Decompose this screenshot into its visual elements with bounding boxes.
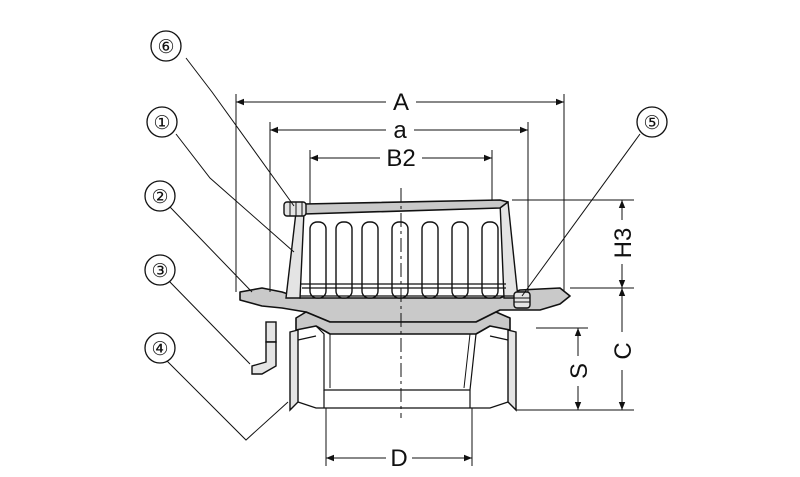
svg-text:⑤: ⑤ <box>643 113 660 134</box>
dim-label-A: A <box>393 89 409 116</box>
dim-label-C: C <box>610 342 637 359</box>
dim-label-S: S <box>566 363 593 379</box>
outlet-pipe-right <box>507 329 517 412</box>
svg-text:①: ① <box>153 113 170 134</box>
drain-body <box>239 287 571 412</box>
outlet-pipe-left <box>289 329 299 412</box>
dim-C <box>516 288 634 411</box>
callout-6: ⑥ <box>150 30 182 62</box>
svg-text:②: ② <box>151 187 168 208</box>
leader-lines <box>165 57 641 441</box>
svg-text:③: ③ <box>151 261 168 282</box>
strainer-slot <box>309 221 327 299</box>
dim-a <box>269 122 529 292</box>
strainer-slot <box>421 221 439 299</box>
svg-text:④: ④ <box>151 339 168 360</box>
svg-text:⑥: ⑥ <box>157 37 174 58</box>
strainer-slot <box>391 221 409 299</box>
dim-B2 <box>309 150 493 204</box>
bolt-left <box>283 201 307 217</box>
strainer-slot <box>361 221 379 299</box>
callout-5: ⑤ <box>636 106 668 138</box>
strainer-slot <box>451 221 469 299</box>
clamp-bolt <box>251 321 277 375</box>
callout-3: ③ <box>144 254 176 286</box>
strainer-top <box>295 199 509 215</box>
dim-label-D: D <box>390 445 407 472</box>
strainer <box>285 199 519 299</box>
dim-label-B2: B2 <box>386 145 415 172</box>
strainer-slot <box>335 221 353 299</box>
dim-label-H3: H3 <box>610 228 637 259</box>
bolt-right <box>513 291 531 309</box>
inner-bowl <box>315 325 491 391</box>
dim-D <box>325 408 473 466</box>
callout-1: ① <box>146 106 178 138</box>
strainer-left-wall <box>285 211 305 299</box>
callout-4: ④ <box>144 332 176 364</box>
dim-label-a: a <box>393 117 407 144</box>
strainer-slot <box>481 221 499 299</box>
dim-A <box>235 94 565 292</box>
dim-S <box>536 327 588 410</box>
callout-2: ② <box>144 180 176 212</box>
